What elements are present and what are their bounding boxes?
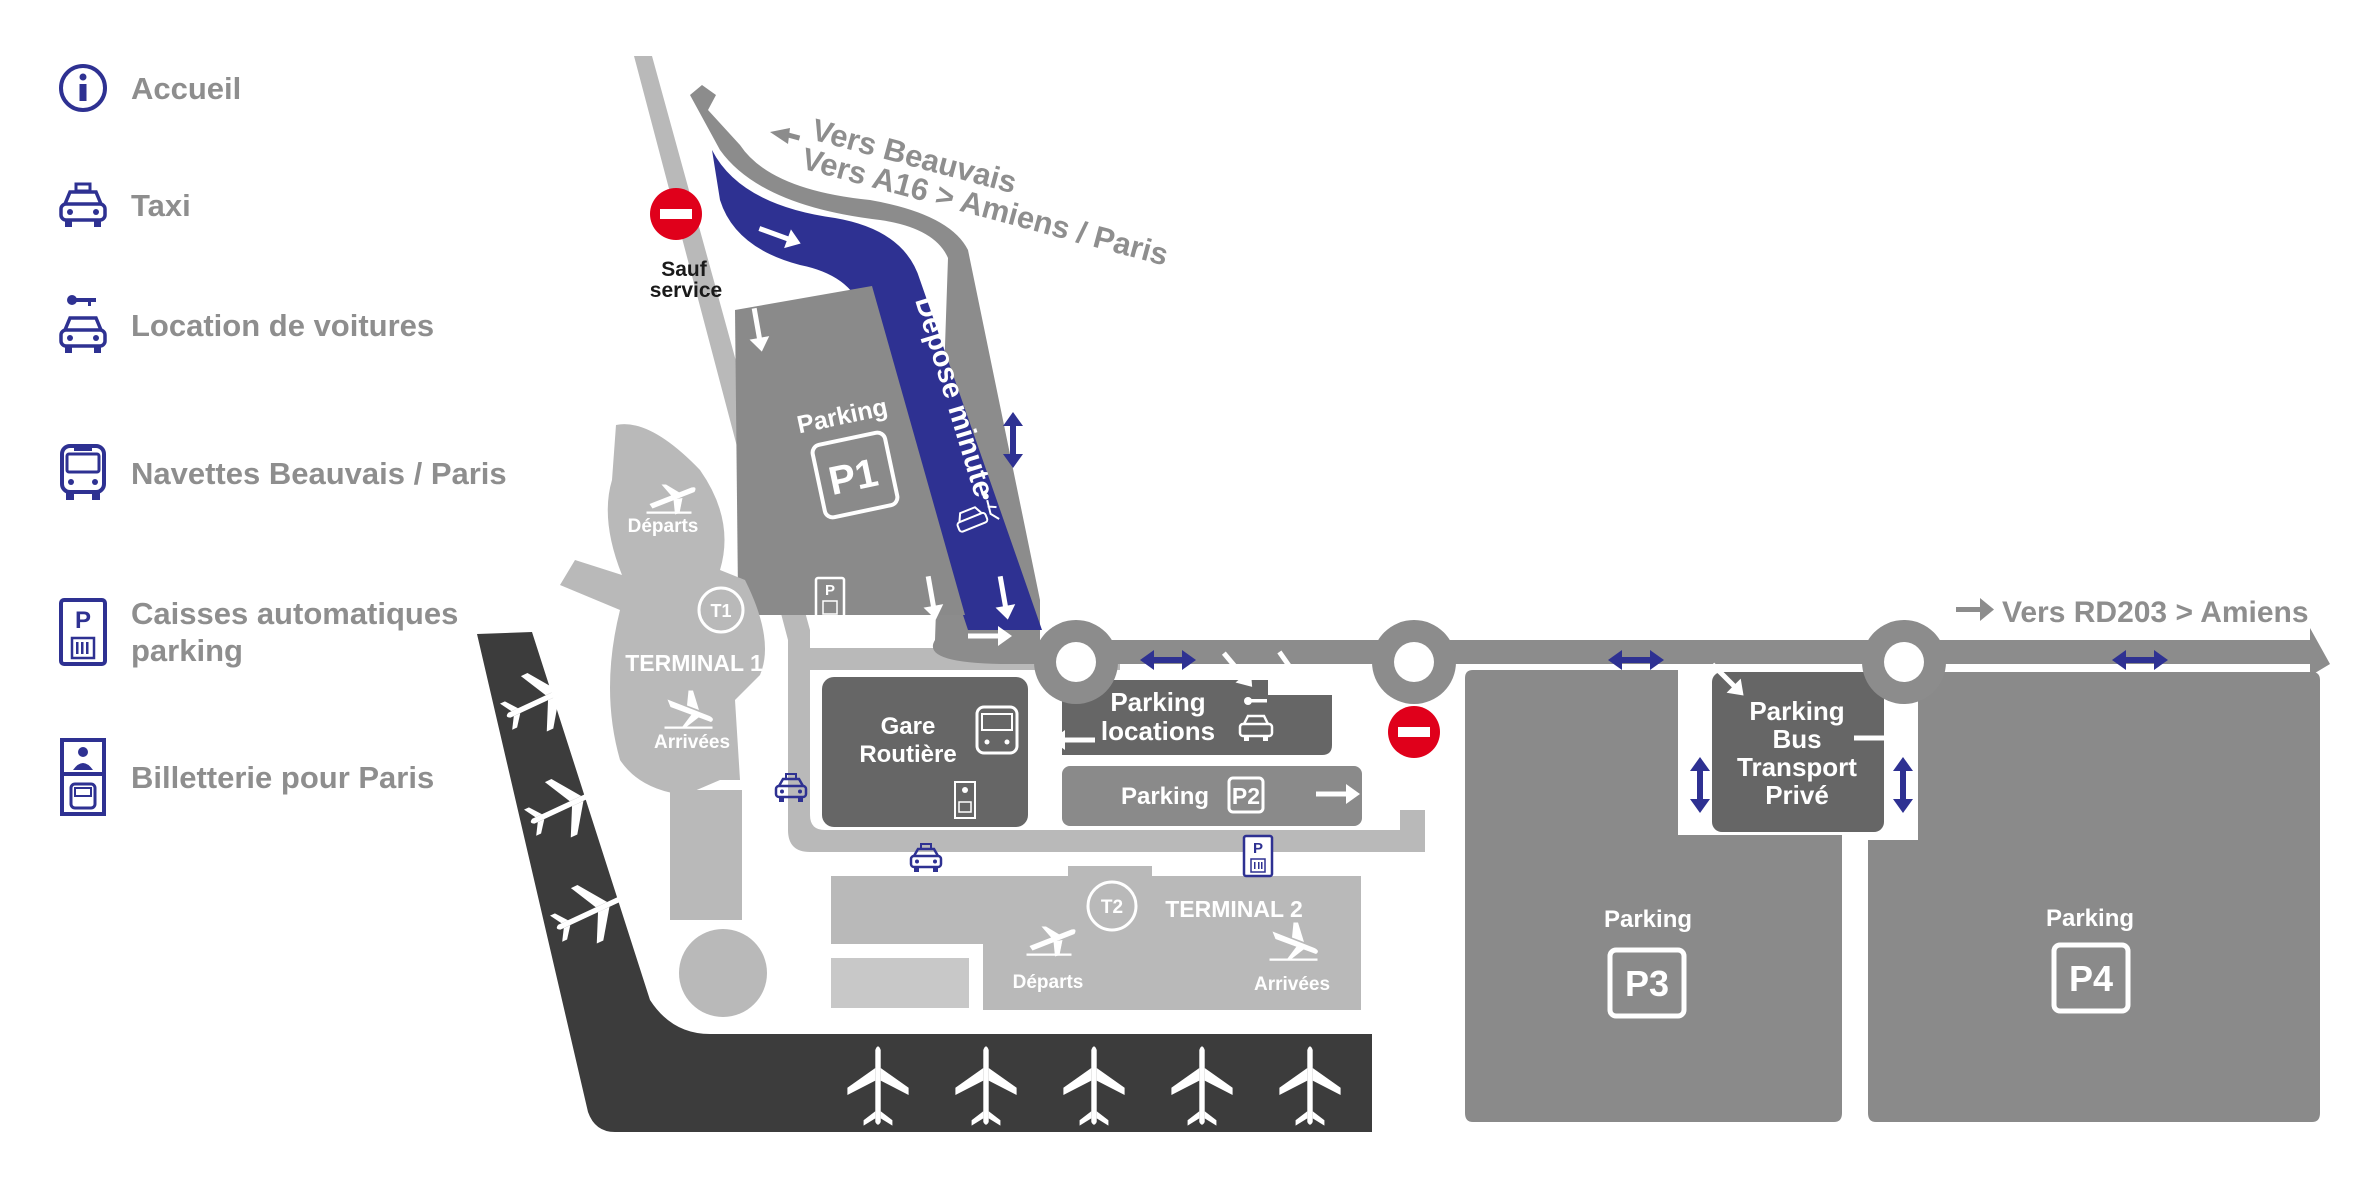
terminal-1-label: TERMINAL 1: [625, 650, 763, 676]
legend-navettes: Navettes Beauvais / Paris: [55, 443, 507, 503]
parking-p2: [1062, 766, 1362, 826]
roundabout: [1862, 620, 1946, 704]
terminal-2-label: TERMINAL 2: [1165, 896, 1303, 922]
two-way-arrow-icon: [1893, 757, 1913, 813]
terminal-1: [560, 424, 767, 1017]
parking-bus-transport-prive: [1712, 672, 1884, 832]
roundabout: [1034, 620, 1118, 704]
legend-billetterie: Billetterie pour Paris: [55, 735, 434, 819]
roundabout: [1372, 620, 1456, 704]
legend-label: Caisses automatiques parking: [131, 596, 459, 668]
t1-arrivees-label: Arrivées: [654, 732, 730, 753]
svg-text:P: P: [75, 607, 91, 634]
p4-label: P4: [2069, 958, 2113, 999]
parking-bus-label: Transport: [1737, 752, 1857, 782]
parking-locations-label: locations: [1101, 716, 1215, 746]
t1-badge: T1: [710, 601, 731, 621]
legend-label: Location de voitures: [131, 307, 435, 343]
sauf-service-label: service: [650, 279, 722, 302]
gare-routiere-label: Gare: [881, 713, 936, 740]
depose-minute-icon: [956, 493, 1000, 533]
shuttle-bus-icon: [55, 443, 111, 503]
parking-p1: [735, 286, 965, 615]
parking-bus-label: Parking: [1749, 696, 1844, 726]
legend-location-voitures: Location de voitures: [55, 290, 434, 360]
car-rental-icon: [55, 290, 111, 360]
p2-label: P2: [1232, 783, 1260, 809]
gare-routiere-label: Routière: [859, 741, 956, 768]
no-entry-icon: [650, 188, 702, 240]
legend-label: Taxi: [131, 187, 191, 223]
t2-arrivees-label: Arrivées: [1254, 974, 1330, 995]
parking-bus-label: Privé: [1765, 780, 1829, 810]
t2-badge: T2: [1101, 897, 1123, 918]
parking-p3: [1465, 670, 1842, 1122]
terminal-2: [831, 866, 1361, 1010]
parking-p3-label: Parking: [1604, 906, 1692, 933]
p3-label: P3: [1625, 963, 1669, 1004]
legend-label: Navettes Beauvais / Paris: [131, 455, 507, 491]
parking-locations-label: Parking: [1110, 687, 1205, 717]
runway: [477, 632, 1372, 1132]
parking-locations: [1062, 680, 1332, 755]
parking-p4: [1868, 672, 2320, 1122]
parking-pay-machine-icon: [1242, 834, 1274, 878]
taxi-icon: [55, 175, 111, 235]
parking-p2-label: Parking: [1121, 783, 1209, 810]
direction-arrow-icon: [1956, 598, 1994, 621]
ticket-office-icon: [55, 735, 111, 819]
p1-label: P1: [825, 451, 882, 504]
parking-p4-label: Parking: [2046, 905, 2134, 932]
t1-departs-label: Départs: [628, 516, 699, 537]
t2-departs-label: Départs: [1013, 972, 1084, 993]
legend-label: Billetterie pour Paris: [131, 759, 435, 795]
legend-caisses: P Caisses automatiques parking: [55, 595, 458, 669]
depose-minute-lane: [712, 150, 1042, 630]
no-entry-icon: [1388, 706, 1440, 758]
two-way-arrow-icon: [1690, 757, 1710, 813]
direction-rd203: Vers RD203 > Amiens: [2002, 596, 2309, 629]
legend-label: Accueil: [131, 70, 242, 106]
parking-bus-label: Bus: [1772, 724, 1821, 754]
legend-accueil: Accueil: [55, 58, 241, 118]
sauf-service-label: Sauf: [661, 258, 708, 281]
direction-arrow-icon: [770, 128, 801, 144]
gare-routiere: [822, 677, 1028, 827]
parking-pay-machine-icon: P: [55, 595, 111, 669]
legend-taxi: Taxi: [55, 175, 191, 235]
info-icon: [55, 58, 111, 118]
